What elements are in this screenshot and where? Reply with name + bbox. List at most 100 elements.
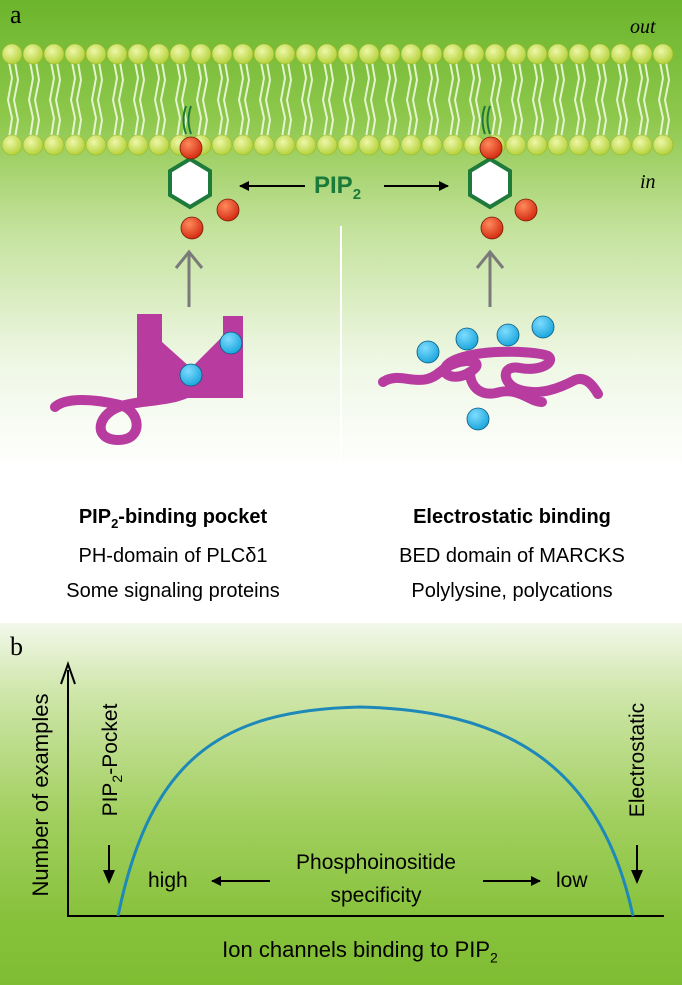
lipid-head (253, 134, 275, 156)
basic-residue (179, 363, 203, 387)
inositol-ring-left (168, 156, 212, 210)
lipid-head (169, 43, 191, 65)
lipid-tail (132, 61, 146, 139)
lipid-heads-inner (1, 134, 674, 156)
lipid-heads-outer (1, 43, 674, 65)
lipid-tail (552, 61, 566, 139)
electrostatic-protein (378, 315, 603, 431)
lipid-head (400, 43, 422, 65)
phosphate-left-top (179, 136, 203, 160)
lipid-tail (657, 61, 671, 139)
electrostatic-tag: Electrostatic (626, 702, 649, 818)
panel-b-label: b (10, 632, 23, 661)
lipid-head (568, 134, 590, 156)
y-axis-label: Number of examples (28, 693, 53, 897)
phosphate-left-bottom (180, 216, 204, 240)
lipid-head (64, 43, 86, 65)
lipid-tail (447, 61, 461, 139)
lipid-tail (468, 61, 482, 139)
lipid-head (148, 134, 170, 156)
lipid-head (337, 134, 359, 156)
x-axis-label: Ion channels binding to PIP2 (222, 937, 498, 966)
lipid-head (316, 134, 338, 156)
lipid-tail (573, 61, 587, 139)
lipid-head (22, 134, 44, 156)
lipid-head (232, 134, 254, 156)
lipid-tail (636, 61, 650, 139)
lipid-tail (258, 61, 272, 139)
lipid-head (379, 43, 401, 65)
lipid-head (211, 43, 233, 65)
lipid-tail (300, 61, 314, 139)
electrostatic-example-1: BED domain of MARCKS (399, 545, 625, 567)
specificity-high: high (148, 869, 188, 892)
lipid-head (106, 43, 128, 65)
lipid-head (610, 134, 632, 156)
pip2-label: PIP2 (314, 172, 362, 203)
lipid-head (652, 43, 674, 65)
lipid-head (589, 134, 611, 156)
lipid-head (358, 43, 380, 65)
lipid-head (1, 43, 23, 65)
binding-arrow-left (174, 249, 204, 307)
lipid-head (652, 134, 674, 156)
specificity-low: low (556, 869, 588, 892)
binding-arrow-right (475, 249, 505, 307)
lipid-head (295, 43, 317, 65)
lipid-head (379, 134, 401, 156)
lipid-head (442, 134, 464, 156)
lipid-head (589, 43, 611, 65)
distribution-curve (116, 705, 635, 917)
lipid-head (442, 43, 464, 65)
lipid-head (505, 134, 527, 156)
lipid-tail (48, 61, 62, 139)
pocket-example-1: PH-domain of PLCδ1 (78, 545, 268, 567)
electrostatic-down-arrow (631, 845, 643, 884)
lipid-head (631, 43, 653, 65)
lipid-tail (321, 61, 335, 139)
lipid-tail (489, 61, 503, 139)
side-out-label: out (630, 16, 656, 38)
lipid-head (295, 134, 317, 156)
pip2-molecule-right (468, 105, 538, 240)
lipid-head (148, 43, 170, 65)
electrostatic-example-2: Polylysine, polycations (411, 580, 613, 602)
lipid-tail (27, 61, 41, 139)
basic-residue (496, 323, 520, 347)
lipid-head (568, 43, 590, 65)
lipid-head (22, 43, 44, 65)
lipid-head (337, 43, 359, 65)
lipid-head (274, 43, 296, 65)
lipid-tail (153, 61, 167, 139)
pocket-down-arrow (103, 845, 115, 884)
lipid-head (610, 43, 632, 65)
lipid-tail (426, 61, 440, 139)
graph-axes (60, 660, 664, 917)
lipid-tail (594, 61, 608, 139)
lipid-head (526, 134, 548, 156)
lipid-head (85, 43, 107, 65)
basic-residue (466, 407, 490, 431)
lipid-tail (279, 61, 293, 139)
lipid-head (526, 43, 548, 65)
phosphate-right-bottom (480, 216, 504, 240)
lipid-head (127, 134, 149, 156)
phosphate-right-top (479, 136, 503, 160)
pocket-title: PIP2-binding pocket (78, 506, 268, 531)
lipid-head (274, 134, 296, 156)
basic-residue (531, 315, 555, 339)
binding-pocket-protein (50, 314, 243, 446)
lipid-tail (90, 61, 104, 139)
lipid-tail (405, 61, 419, 139)
pocket-tag: PIP2-Pocket (98, 703, 126, 817)
lipid-tail (384, 61, 398, 139)
basic-residue (416, 340, 440, 364)
pip2-molecule-left (168, 105, 240, 240)
lipid-tail (6, 61, 20, 139)
lipid-head (358, 134, 380, 156)
lipid-head (316, 43, 338, 65)
phosphate-left-right (216, 198, 240, 222)
lipid-tail (510, 61, 524, 139)
lipid-head (400, 134, 422, 156)
lipid-tail (615, 61, 629, 139)
